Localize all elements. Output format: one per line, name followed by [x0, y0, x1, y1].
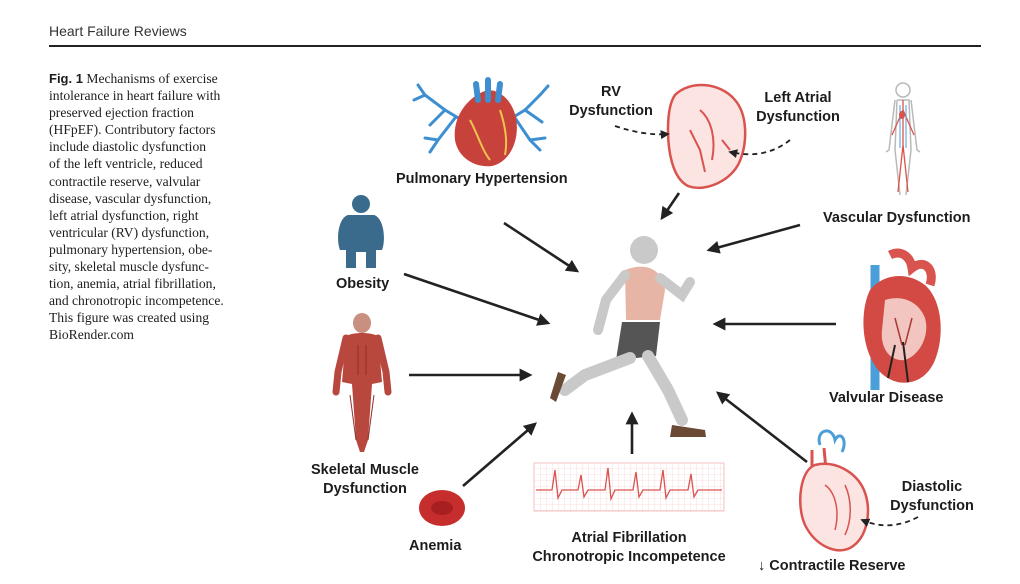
caption-line: BioRender.com — [49, 327, 134, 343]
label-obesity: Obesity — [336, 276, 390, 292]
label-line: Dysfunction — [569, 103, 653, 119]
caption-line: Mechanisms of exercise — [86, 71, 218, 86]
arrow-cardiac — [660, 192, 681, 221]
label-line: Atrial Fibrillation — [571, 530, 687, 546]
label-skeletal-muscle-dysfunction: Skeletal Muscle Dysfunction — [302, 461, 428, 499]
label-contractile-reserve: ↓ Contractile Reserve — [758, 557, 905, 576]
journal-header: Heart Failure Reviews — [49, 23, 187, 39]
down-arrow-icon: ↓ — [758, 558, 766, 574]
skeletal-muscle-icon — [332, 313, 392, 452]
label-line: Contractile Reserve — [769, 558, 906, 574]
runner-figure-icon — [550, 236, 706, 437]
cardiac-chambers-icon — [666, 83, 747, 189]
figure-label: Fig. 1 — [49, 71, 83, 86]
figure-caption: Fig. 1 Mechanisms of exercise intoleranc… — [49, 70, 261, 344]
caption-line: include diastolic dysfunction — [49, 139, 207, 155]
label-line: Dysfunction — [890, 498, 974, 514]
arrow-obesity — [403, 272, 551, 326]
label-line: RV — [601, 84, 621, 100]
caption-line: sity, skeletal muscle dysfunc- — [49, 259, 209, 275]
caption-line: (HFpEF). Contributory factors — [49, 122, 216, 138]
diastolic-heart-icon — [799, 429, 870, 552]
label-line: Skeletal Muscle — [311, 462, 419, 478]
caption-line: of the left ventricle, reduced — [49, 156, 203, 172]
label-line: Dysfunction — [756, 109, 840, 125]
caption-line: intolerance in heart failure with — [49, 88, 221, 104]
label-line: Dysfunction — [323, 481, 407, 497]
caption-line: disease, vascular dysfunction, — [49, 190, 212, 206]
label-left-atrial-dysfunction: Left Atrial Dysfunction — [748, 89, 848, 127]
caption-line: tion, anemia, atrial fibrillation, — [49, 276, 216, 292]
caption-line: preserved ejection fraction — [49, 105, 194, 121]
obesity-figure-icon — [338, 195, 384, 268]
label-vascular-dysfunction: Vascular Dysfunction — [823, 210, 971, 226]
label-atrial-fibrillation-chronotropic: Atrial Fibrillation Chronotropic Incompe… — [523, 529, 735, 567]
label-rv-dysfunction: RV Dysfunction — [566, 83, 656, 121]
caption-line: left atrial dysfunction, right — [49, 207, 199, 223]
pulmonary-heart-icon — [412, 77, 550, 167]
label-diastolic-dysfunction: Diastolic Dysfunction — [882, 478, 982, 516]
ecg-strip-icon — [533, 462, 725, 512]
label-line: Chronotropic Incompetence — [532, 549, 726, 565]
valvular-heart-icon — [863, 248, 941, 390]
caption-line: pulmonary hypertension, obe- — [49, 241, 213, 257]
label-valvular-disease: Valvular Disease — [829, 390, 944, 406]
mechanism-arrows — [403, 192, 836, 487]
red-blood-cell-icon — [419, 490, 465, 526]
label-anemia: Anemia — [409, 538, 462, 554]
arrow-pulmonary — [503, 221, 580, 273]
caption-line: and chronotropic incompetence. — [49, 293, 224, 309]
arrow-anemia — [462, 422, 537, 487]
header-rule — [49, 45, 981, 47]
arrow-diastolic — [715, 391, 808, 464]
caption-line: contractile reserve, valvular — [49, 173, 201, 189]
label-line: Left Atrial — [764, 90, 832, 106]
caption-line: ventricular (RV) dysfunction, — [49, 224, 210, 240]
arrow-vascular — [706, 223, 801, 254]
label-line: Diastolic — [901, 479, 963, 495]
vascular-system-icon — [885, 82, 921, 196]
caption-line: This figure was created using — [49, 310, 210, 326]
label-pulmonary-hypertension: Pulmonary Hypertension — [396, 171, 568, 187]
